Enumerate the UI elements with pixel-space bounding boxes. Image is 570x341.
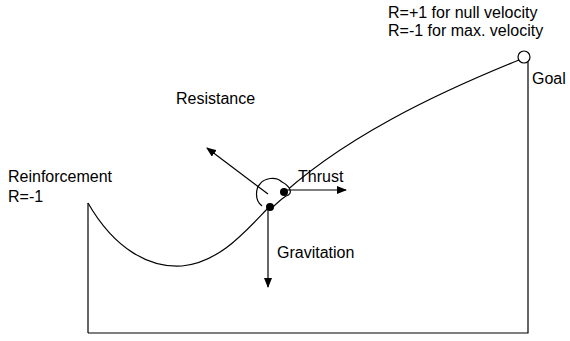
reinforcement-label: Reinforcement [8, 168, 112, 186]
force-label: Gravitation [277, 244, 354, 262]
resistance-arrow [207, 148, 268, 194]
reward-value: R=-1 [8, 188, 43, 206]
force-label: Resistance [176, 90, 255, 108]
force-label: Thrust [298, 168, 343, 186]
thrust-arrow [284, 189, 346, 190]
left-wall [87, 203, 88, 333]
car-wheel [280, 188, 288, 196]
terrain-box [88, 62, 528, 333]
goal-marker [518, 51, 530, 63]
car-wheel [266, 203, 274, 211]
reward-note: R=-1 for max. velocity [388, 22, 543, 40]
goal-label: Goal [532, 70, 566, 88]
car-body [257, 178, 291, 208]
gravitation-arrow [267, 208, 268, 287]
reward-note: R=+1 for null velocity [388, 4, 537, 22]
hill-curve [88, 60, 519, 266]
